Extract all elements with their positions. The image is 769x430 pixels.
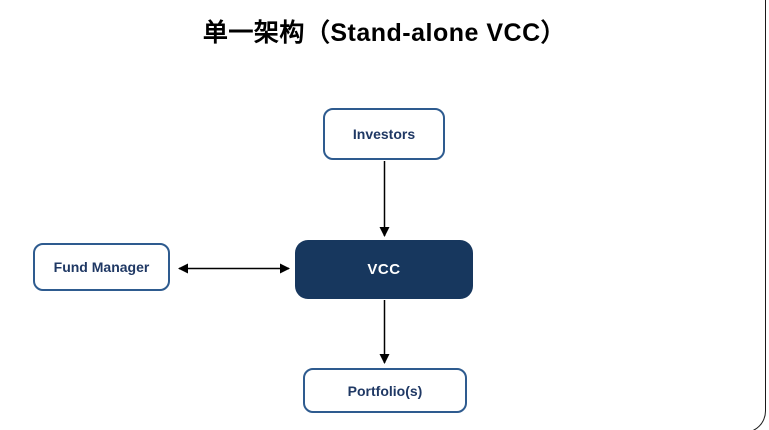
node-vcc: VCC [295,240,473,299]
node-fund-manager-label: Fund Manager [53,259,150,275]
diagram-title: 单一架构（Stand-alone VCC） [202,19,567,47]
node-portfolios: Portfolio(s) [303,368,467,413]
node-fund-manager: Fund Manager [33,243,170,291]
node-investors-label: Investors [352,126,416,142]
node-portfolios-label: Portfolio(s) [347,382,423,399]
node-investors: Investors [323,108,445,160]
node-vcc-label: VCC [367,261,401,278]
